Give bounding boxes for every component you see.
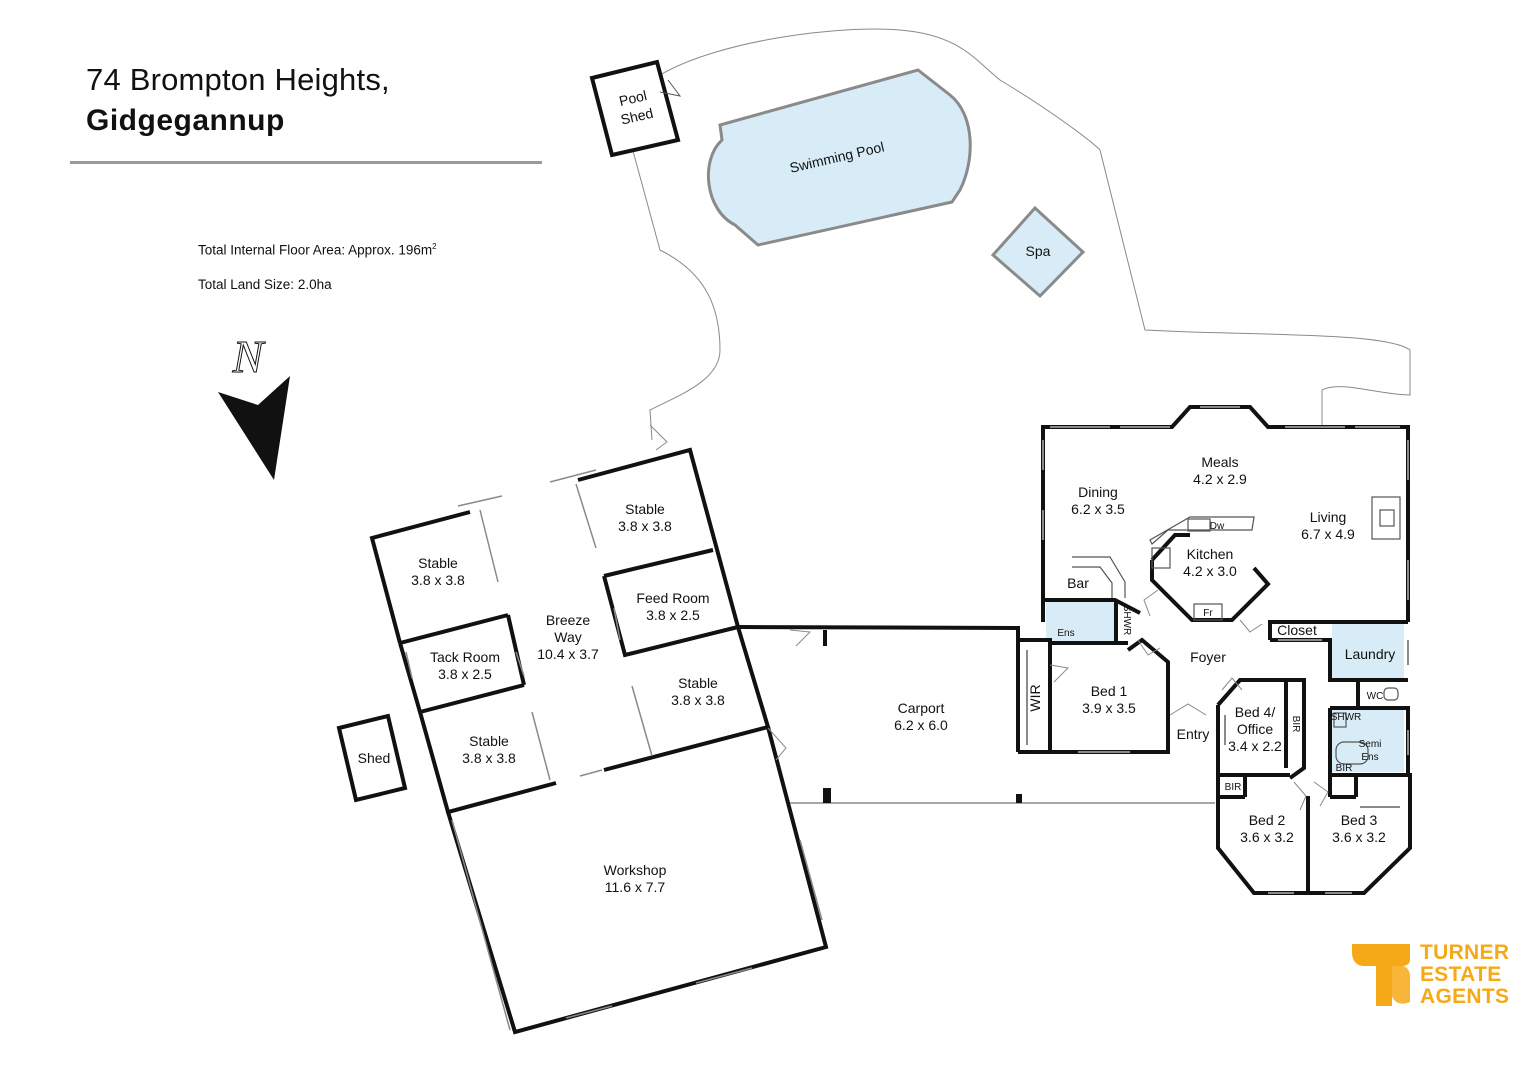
carport: Carport 6.2 x 6.0 bbox=[737, 625, 1215, 804]
stable-b-size: 3.8 x 3.8 bbox=[618, 518, 672, 534]
stable-a-size: 3.8 x 3.8 bbox=[411, 572, 465, 588]
bed4-name-2: Office bbox=[1237, 721, 1274, 737]
meals-name: Meals bbox=[1201, 454, 1238, 470]
stable-openings bbox=[405, 424, 823, 1031]
wir-label: WIR bbox=[1027, 684, 1043, 711]
kitchen-counters bbox=[1072, 496, 1401, 765]
pool-shed-label-2: Shed bbox=[619, 105, 654, 128]
meals-size: 4.2 x 2.9 bbox=[1193, 471, 1247, 487]
feed-room-name: Feed Room bbox=[636, 590, 709, 606]
bar-label: Bar bbox=[1067, 575, 1089, 591]
semi-ens-label-1: Semi bbox=[1359, 739, 1382, 750]
dining-name: Dining bbox=[1078, 484, 1118, 500]
breeze-way-size: 10.4 x 3.7 bbox=[537, 646, 599, 662]
stable-c-name: Stable bbox=[678, 675, 718, 691]
bed4-bir-label: BIR bbox=[1290, 716, 1301, 733]
bed1-size: 3.9 x 3.5 bbox=[1082, 700, 1136, 716]
house-wet-areas bbox=[1046, 600, 1404, 772]
shed: Shed bbox=[336, 713, 408, 803]
swimming-pool: Swimming Pool bbox=[707, 68, 972, 247]
stable-b-name: Stable bbox=[625, 501, 665, 517]
north-arrow: N bbox=[218, 331, 290, 480]
bed2-size: 3.6 x 3.2 bbox=[1240, 829, 1294, 845]
closet-label: Closet bbox=[1277, 622, 1317, 638]
floor-area-text: Total Internal Floor Area: Approx. 196m2 bbox=[198, 242, 437, 258]
breeze-way-name-2: Way bbox=[554, 629, 581, 645]
bed3-size: 3.6 x 3.2 bbox=[1332, 829, 1386, 845]
bed2-name: Bed 2 bbox=[1249, 812, 1286, 828]
breeze-way-name-1: Breeze bbox=[546, 612, 591, 628]
address-suburb: Gidgegannup bbox=[86, 104, 285, 137]
house-windows bbox=[1026, 406, 1409, 894]
bed3-name: Bed 3 bbox=[1341, 812, 1378, 828]
feed-room-size: 3.8 x 2.5 bbox=[646, 607, 700, 623]
brand-line-3: AGENTS bbox=[1420, 985, 1510, 1008]
spa: Spa bbox=[990, 205, 1086, 299]
semi-ens-label-2: Ens bbox=[1361, 752, 1378, 763]
dishwasher-label: Dw bbox=[1210, 521, 1225, 532]
kitchen-name: Kitchen bbox=[1187, 546, 1234, 562]
brand-line-1: TURNER bbox=[1420, 941, 1510, 964]
brand-wordmark: TURNER ESTATE AGENTS bbox=[1420, 942, 1509, 1008]
carport-name: Carport bbox=[898, 700, 945, 716]
shed-label: Shed bbox=[358, 750, 391, 766]
address-street: 74 Brompton Heights, bbox=[86, 62, 390, 97]
pool-shed-label-1: Pool bbox=[617, 87, 648, 109]
kitchen-size: 4.2 x 3.0 bbox=[1183, 563, 1237, 579]
laundry-label: Laundry bbox=[1345, 646, 1396, 662]
shwr-label: SHWR bbox=[1121, 605, 1132, 636]
tack-room-size: 3.8 x 2.5 bbox=[438, 666, 492, 682]
dining-size: 6.2 x 3.5 bbox=[1071, 501, 1125, 517]
brand-line-2: ESTATE bbox=[1420, 963, 1502, 986]
land-size-text: Total Land Size: 2.0ha bbox=[198, 277, 332, 292]
spa-label: Spa bbox=[1026, 243, 1051, 259]
bed3-bir-label: BIR bbox=[1336, 763, 1353, 774]
stable-a-name: Stable bbox=[418, 555, 458, 571]
wc-label: WC bbox=[1367, 691, 1384, 702]
north-arrow-letter: N bbox=[232, 331, 266, 382]
stable-d-size: 3.8 x 3.8 bbox=[462, 750, 516, 766]
foyer-label: Foyer bbox=[1190, 649, 1226, 665]
turner-logo-icon bbox=[1352, 944, 1410, 1006]
stable-c-size: 3.8 x 3.8 bbox=[671, 692, 725, 708]
workshop-size: 11.6 x 7.7 bbox=[605, 879, 666, 895]
ens-label: Ens bbox=[1057, 628, 1074, 639]
living-name: Living bbox=[1310, 509, 1347, 525]
bed1-name: Bed 1 bbox=[1091, 683, 1128, 699]
semi-ens-shwr-label: SHWR bbox=[1331, 712, 1362, 723]
stable-complex-walls bbox=[369, 447, 829, 1035]
living-size: 6.7 x 4.9 bbox=[1301, 526, 1355, 542]
house-doors bbox=[1049, 589, 1329, 811]
workshop-name: Workshop bbox=[604, 862, 667, 878]
title-divider bbox=[70, 161, 542, 164]
pool-shed: Pool Shed bbox=[589, 59, 682, 158]
stable-d-name: Stable bbox=[469, 733, 509, 749]
tack-room-name: Tack Room bbox=[430, 649, 500, 665]
carport-size: 6.2 x 6.0 bbox=[894, 717, 948, 733]
property-boundary bbox=[629, 28, 1411, 441]
bed4-name-1: Bed 4/ bbox=[1235, 704, 1276, 720]
bed4-size: 3.4 x 2.2 bbox=[1228, 738, 1282, 754]
fridge-label: Fr bbox=[1203, 608, 1213, 619]
entry-label: Entry bbox=[1177, 726, 1210, 742]
bed2-bir-label: BIR bbox=[1225, 782, 1242, 793]
